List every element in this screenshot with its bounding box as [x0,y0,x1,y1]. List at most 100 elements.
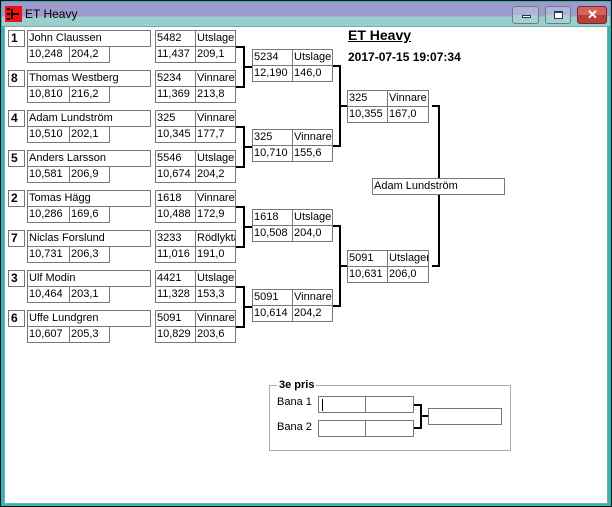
driver-name-field[interactable]: Niclas Forslund [27,230,151,247]
reaction-time-field[interactable]: 10,731 [27,246,70,263]
result-field[interactable]: Vinnare [195,310,236,327]
driver-name-field[interactable]: Uffe Lundgren [27,310,151,327]
result-field[interactable]: Utslagen [195,270,236,287]
result-field[interactable]: Vinnare [195,190,236,207]
lane1-car-field[interactable] [318,396,366,413]
speed-field[interactable]: 204,2 [69,46,110,63]
et-field[interactable]: 12,190 [252,65,293,82]
third-place-result-field[interactable] [428,408,502,425]
result-field[interactable]: Rödlykta [195,230,236,247]
mph-field[interactable]: 155,6 [292,145,333,162]
lane2-result-field[interactable] [365,420,414,437]
driver-name-field[interactable]: Adam Lundström [27,110,151,127]
result-field[interactable]: Utslagen [195,30,236,47]
car-number-field[interactable]: 5091 [347,250,388,267]
car-number-field[interactable]: 325 [155,110,196,127]
driver-name-field[interactable]: John Claussen [27,30,151,47]
mph-field[interactable]: 203,6 [195,326,236,343]
text-cursor [322,399,323,411]
result-field[interactable]: Utslagen [387,250,429,267]
reaction-time-field[interactable]: 10,607 [27,326,70,343]
reaction-time-field[interactable]: 10,248 [27,46,70,63]
et-field[interactable]: 11,328 [155,286,196,303]
lane1-result-field[interactable] [365,396,414,413]
car-number-field[interactable]: 5234 [252,49,293,66]
mph-field[interactable]: 204,2 [195,166,236,183]
et-field[interactable]: 10,614 [252,305,293,322]
et-field[interactable]: 10,355 [347,106,388,123]
mph-field[interactable]: 177,7 [195,126,236,143]
mph-field[interactable]: 204,2 [292,305,333,322]
minimize-button[interactable] [512,6,539,24]
car-number-field[interactable]: 4421 [155,270,196,287]
mph-field[interactable]: 191,0 [195,246,236,263]
window-title: ET Heavy [25,7,78,21]
mph-field[interactable]: 206,0 [387,266,429,283]
et-field[interactable]: 11,437 [155,46,196,63]
speed-field[interactable]: 216,2 [69,86,110,103]
title-bar[interactable]: ET Heavy ✕ [2,2,610,26]
mph-field[interactable]: 146,0 [292,65,333,82]
car-number-field[interactable]: 5546 [155,150,196,167]
mph-field[interactable]: 213,8 [195,86,236,103]
winner-field[interactable]: Adam Lundström [372,178,505,195]
car-number-field[interactable]: 5482 [155,30,196,47]
reaction-time-field[interactable]: 10,286 [27,206,70,223]
et-field[interactable]: 10,674 [155,166,196,183]
car-number-field[interactable]: 325 [252,129,293,146]
bracket-line [438,194,440,266]
result-field[interactable]: Vinnare [387,90,429,107]
speed-field[interactable]: 169,6 [69,206,110,223]
driver-name-field[interactable]: Thomas Westberg [27,70,151,87]
driver-name-field[interactable]: Ulf Modin [27,270,151,287]
reaction-time-field[interactable]: 10,581 [27,166,70,183]
result-field[interactable]: Utslagen [292,209,333,226]
et-field[interactable]: 11,369 [155,86,196,103]
car-number-field[interactable]: 3233 [155,230,196,247]
result-field[interactable]: Vinnare [195,70,236,87]
lane2-label: Bana 2 [277,421,312,433]
bracket-line [243,146,252,148]
et-field[interactable]: 10,488 [155,206,196,223]
car-number-field[interactable]: 5091 [252,289,293,306]
speed-field[interactable]: 206,9 [69,166,110,183]
result-field[interactable]: Vinnare [292,129,333,146]
et-field[interactable]: 10,829 [155,326,196,343]
mph-field[interactable]: 209,1 [195,46,236,63]
speed-field[interactable]: 206,3 [69,246,110,263]
result-field[interactable]: Utslagen [195,150,236,167]
result-field[interactable]: Utslagen [292,49,333,66]
et-field[interactable]: 11,016 [155,246,196,263]
reaction-time-field[interactable]: 10,810 [27,86,70,103]
et-field[interactable]: 10,710 [252,145,293,162]
speed-field[interactable]: 202,1 [69,126,110,143]
maximize-button[interactable] [545,6,571,24]
car-number-field[interactable]: 5234 [155,70,196,87]
bracket-line [236,46,244,48]
mph-field[interactable]: 153,3 [195,286,236,303]
car-number-field[interactable]: 5091 [155,310,196,327]
car-number-field[interactable]: 1618 [155,190,196,207]
et-field[interactable]: 10,631 [347,266,388,283]
et-field[interactable]: 10,508 [252,225,293,242]
car-number-field[interactable]: 325 [347,90,388,107]
mph-field[interactable]: 204,0 [292,225,333,242]
speed-field[interactable]: 203,1 [69,286,110,303]
speed-field[interactable]: 205,3 [69,326,110,343]
result-field[interactable]: Vinnare [195,110,236,127]
car-number-field[interactable]: 1618 [252,209,293,226]
reaction-time-field[interactable]: 10,510 [27,126,70,143]
driver-name-field[interactable]: Tomas Hägg [27,190,151,207]
mph-field[interactable]: 172,9 [195,206,236,223]
bracket-line [236,206,244,208]
bracket-line [236,166,244,168]
reaction-time-field[interactable]: 10,464 [27,286,70,303]
seed-number: 6 [8,310,25,327]
driver-name-field[interactable]: Anders Larsson [27,150,151,167]
lane2-car-field[interactable] [318,420,366,437]
close-button[interactable]: ✕ [577,6,607,24]
result-field[interactable]: Vinnare [292,289,333,306]
mph-field[interactable]: 167,0 [387,106,429,123]
et-field[interactable]: 10,345 [155,126,196,143]
